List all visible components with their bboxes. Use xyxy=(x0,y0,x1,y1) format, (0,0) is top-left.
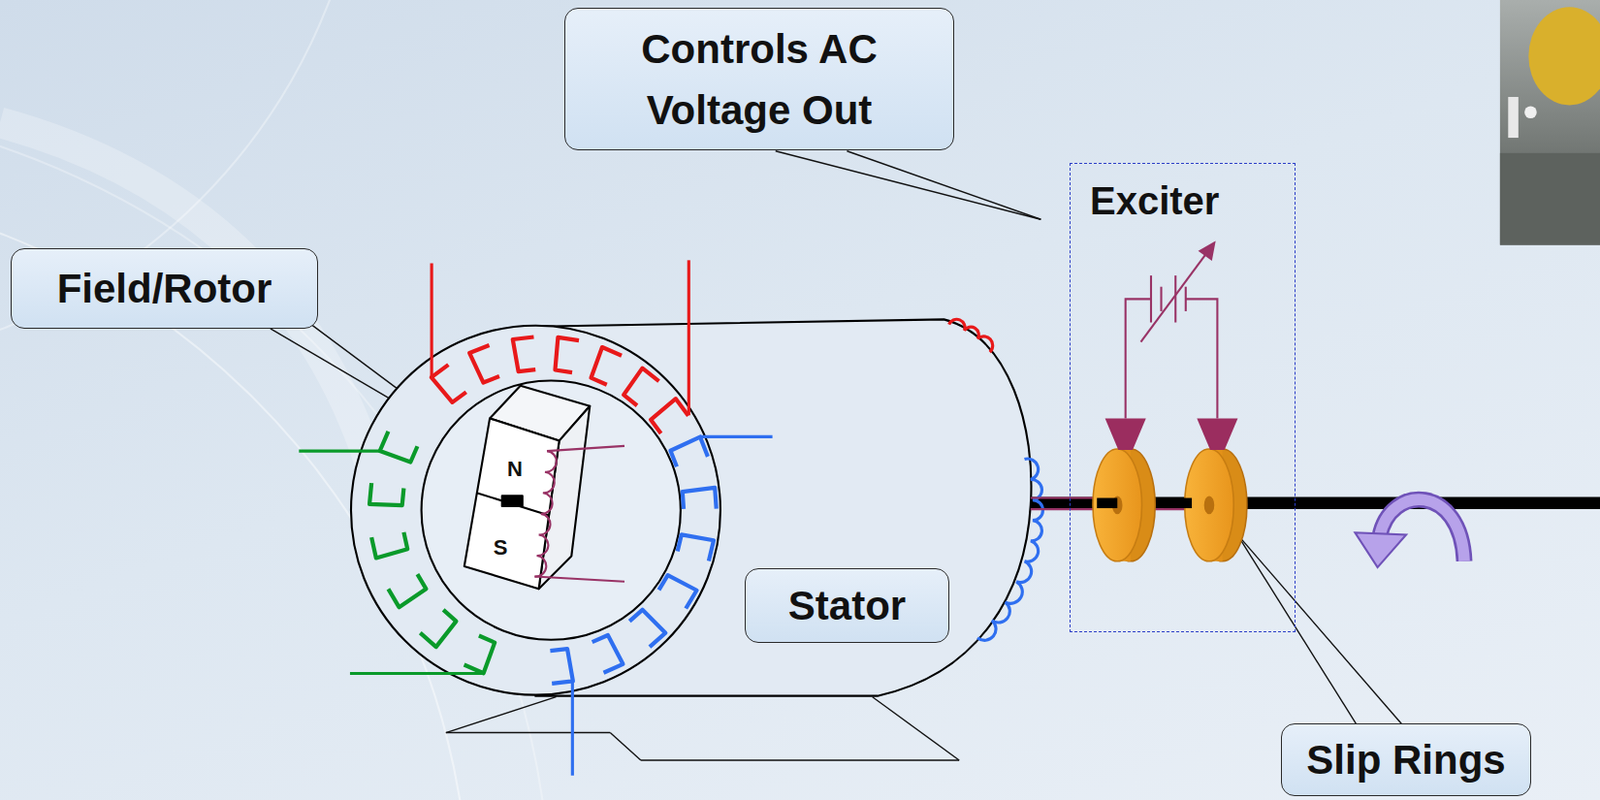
rotation-arrow xyxy=(1354,499,1465,568)
end-winding xyxy=(977,458,1043,640)
brush xyxy=(1196,417,1238,450)
stator-winding xyxy=(298,431,495,674)
battery-symbol xyxy=(1184,287,1187,312)
winding-lead xyxy=(571,680,575,776)
group-label: Exciter xyxy=(1089,177,1219,224)
battery-symbol xyxy=(1140,251,1208,343)
battery-symbol xyxy=(1174,275,1177,322)
label-holder: S xyxy=(493,537,509,559)
callout-box: Controls AC Voltage Out xyxy=(564,7,955,151)
brush xyxy=(1105,417,1239,450)
leader-line xyxy=(846,151,1041,221)
exciter-wire xyxy=(1185,298,1218,418)
end-winding xyxy=(949,319,993,352)
winding-lead xyxy=(430,262,434,378)
background-arc xyxy=(0,0,368,368)
exciter-wire xyxy=(1125,298,1152,418)
stator-housing xyxy=(351,325,721,696)
shaft xyxy=(1096,498,1600,510)
exciter-boundary: Exciter xyxy=(1069,162,1296,633)
callout-text: Stator xyxy=(788,575,906,637)
photo-inset xyxy=(1524,105,1537,119)
winding-coil xyxy=(554,337,579,373)
rotor xyxy=(476,492,549,515)
leader-line xyxy=(872,697,960,761)
winding-coil xyxy=(677,534,714,561)
battery-symbol xyxy=(1200,242,1216,259)
pole-label: S xyxy=(493,537,509,559)
winding-coil xyxy=(371,532,408,559)
stator-housing xyxy=(421,381,681,640)
callout-text: Controls AC Voltage Out xyxy=(603,18,916,141)
callout-text: Slip Rings xyxy=(1306,729,1505,791)
photo-inset xyxy=(1500,153,1600,246)
slip-ring xyxy=(1184,448,1235,562)
winding-coil xyxy=(623,368,659,407)
photo-inset xyxy=(1507,96,1519,138)
shaft xyxy=(1025,496,1600,510)
winding-lead xyxy=(298,449,380,453)
callout-box: Stator xyxy=(744,568,950,643)
winding-lead xyxy=(687,259,691,416)
shaft xyxy=(1163,498,1192,510)
callout-text: Field/Rotor xyxy=(57,257,273,320)
slip-ring xyxy=(1092,448,1248,562)
leader-line xyxy=(1236,533,1357,726)
rotor xyxy=(464,385,590,589)
slip-ring xyxy=(1204,495,1216,514)
stator-winding xyxy=(549,436,772,775)
winding-coil xyxy=(670,437,708,468)
winding-coil xyxy=(549,648,573,684)
field-winding xyxy=(546,446,625,451)
winding-coil xyxy=(464,636,496,674)
rotation-arrow xyxy=(1354,532,1407,568)
battery-symbol xyxy=(1159,287,1162,312)
field-winding xyxy=(534,450,556,576)
brush xyxy=(1105,417,1147,450)
winding-coil xyxy=(387,574,426,608)
winding-coil xyxy=(469,345,500,384)
callout-box: Field/Rotor xyxy=(10,248,319,329)
winding-coil xyxy=(629,609,666,647)
leader-line xyxy=(446,697,557,734)
rotor xyxy=(464,417,560,589)
field-winding xyxy=(534,576,625,582)
field-winding xyxy=(534,446,625,582)
battery-symbol xyxy=(1150,275,1152,322)
leader-line xyxy=(775,151,1042,221)
winding-coil xyxy=(590,347,622,385)
shaft xyxy=(1025,502,1600,504)
photo-inset xyxy=(1500,0,1600,246)
winding-coil xyxy=(431,364,467,403)
callout-box: Slip Rings xyxy=(1280,723,1532,797)
exciter-wire xyxy=(1125,298,1218,418)
winding-coil xyxy=(380,431,418,463)
winding-coil xyxy=(682,487,717,510)
slip-ring xyxy=(1092,448,1143,562)
background-arc xyxy=(0,122,388,531)
photo-inset xyxy=(1528,6,1600,105)
winding-lead xyxy=(350,672,484,675)
leader-line xyxy=(446,732,610,734)
stator-winding xyxy=(298,259,1043,775)
winding-lead xyxy=(700,435,773,439)
winding-coil xyxy=(369,482,404,506)
shaft xyxy=(1096,498,1118,510)
leader-line xyxy=(609,733,641,761)
winding-coil xyxy=(658,575,697,608)
leader-line xyxy=(270,151,1404,761)
stator-housing xyxy=(351,319,1031,696)
winding-coil xyxy=(419,609,456,647)
winding-coil xyxy=(512,337,536,373)
leader-line xyxy=(640,759,960,761)
rotor xyxy=(502,495,523,507)
battery-symbol xyxy=(1140,242,1215,342)
winding-coil xyxy=(650,398,689,434)
label-holder: N xyxy=(507,458,523,480)
winding-coil xyxy=(592,635,624,673)
pole-label: N xyxy=(507,458,523,480)
